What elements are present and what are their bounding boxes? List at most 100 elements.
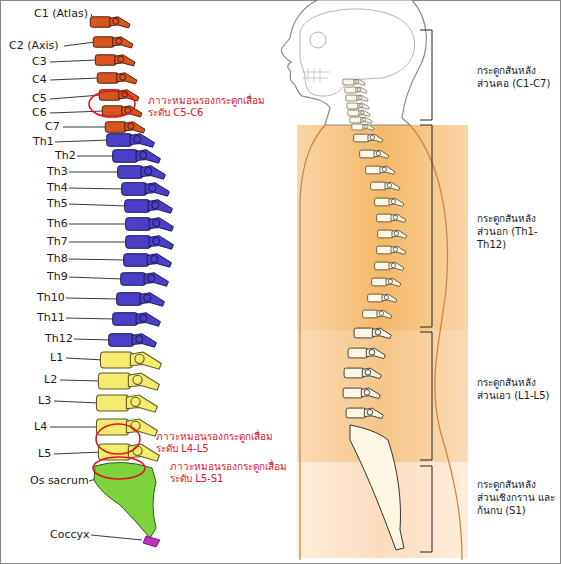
vertebra-label: C4 xyxy=(32,73,47,87)
vertebra xyxy=(126,218,174,232)
leader-line xyxy=(69,277,123,279)
skull-outline xyxy=(300,9,415,96)
vertebra-label: L5 xyxy=(38,447,51,461)
leader-line xyxy=(69,172,120,173)
vertebra-label: C5 xyxy=(32,92,47,106)
vertebra xyxy=(107,134,155,148)
vertebra xyxy=(125,200,173,214)
vertebra-label: Th2 xyxy=(55,149,76,163)
vertebra-label: Th7 xyxy=(47,235,68,249)
region-brackets xyxy=(420,30,432,552)
vertebra-label: L2 xyxy=(44,373,57,387)
leader-line xyxy=(50,60,97,62)
vertebra-label: Th11 xyxy=(37,311,65,325)
vertebra xyxy=(126,236,174,250)
vertebra xyxy=(366,166,395,174)
highlight-ring xyxy=(96,424,140,454)
bracket xyxy=(420,125,432,327)
leader-line xyxy=(66,298,119,299)
bracket xyxy=(420,466,432,552)
front-contour xyxy=(300,125,325,560)
leader-line xyxy=(69,204,127,206)
leader-line xyxy=(69,188,124,189)
coccyx xyxy=(143,536,160,547)
vertebra xyxy=(100,352,161,369)
leader-line xyxy=(69,259,126,260)
leader-line xyxy=(69,242,128,243)
vertebra xyxy=(348,348,385,359)
leader-line xyxy=(50,78,99,80)
leader-line xyxy=(74,339,111,340)
leader-line xyxy=(63,127,107,128)
vertebra xyxy=(96,395,157,412)
vertebra xyxy=(354,328,391,339)
vertebra xyxy=(377,246,406,254)
vertebra xyxy=(95,55,135,66)
vertebra-label: Th1 xyxy=(33,135,54,149)
vertebra xyxy=(354,134,383,142)
leader-line xyxy=(64,42,95,46)
callout-text: ภาวะหมอนรองกระดูกเสื่อม ระดับ C5-C6 xyxy=(148,95,273,119)
vertebra xyxy=(348,110,370,116)
sacrum xyxy=(94,462,156,538)
vertebra xyxy=(372,278,401,286)
eye-orbit xyxy=(310,32,326,48)
vertebra xyxy=(347,103,369,109)
vertebra-label: Th10 xyxy=(37,291,65,305)
vertebra xyxy=(378,230,407,238)
leader-line xyxy=(77,156,115,157)
vertebra xyxy=(343,388,380,399)
vertebra-label: Os sacrum xyxy=(30,474,89,488)
vertebra xyxy=(360,150,389,158)
vertebra-label: C3 xyxy=(32,55,47,69)
vertebra-label: C7 xyxy=(45,120,60,134)
vertebra xyxy=(113,150,161,164)
callout-text: ภาวะหมอนรองกระดูกเสื่อม ระดับ L4-L5 xyxy=(156,431,286,455)
vertebra xyxy=(346,95,368,101)
region-label: กระดูกสันหลัง ส่วนเชิงกราน และก้นกบ (S1) xyxy=(477,478,557,517)
leader-line xyxy=(69,224,128,225)
vertebra-label: Th8 xyxy=(47,252,68,266)
vertebra xyxy=(350,117,372,123)
vertebra-label: C6 xyxy=(32,106,47,120)
vertebra-label: L3 xyxy=(38,394,51,408)
leader-line xyxy=(50,427,100,428)
vertebra xyxy=(93,37,133,48)
vertebra-label: Th5 xyxy=(47,197,68,211)
teeth xyxy=(302,68,330,82)
vertebra xyxy=(346,408,383,419)
vertebra-label: C1 (Atlas) xyxy=(34,7,88,21)
region-label: กระดูกสันหลัง ส่วนอก (Th1-Th12) xyxy=(477,212,557,251)
vertebra xyxy=(97,73,137,84)
vertebra xyxy=(363,310,392,318)
vertebra xyxy=(98,373,159,390)
vertebra xyxy=(375,198,404,206)
leader-line xyxy=(54,401,100,403)
leader-line xyxy=(55,140,109,142)
thoracic-spine xyxy=(107,134,174,348)
bracket xyxy=(420,332,432,460)
lumbar-spine xyxy=(96,352,161,461)
vertebra-label: C2 (Axis) xyxy=(9,39,59,53)
vertebra xyxy=(352,124,374,130)
vertebra-label: Th3 xyxy=(47,165,68,179)
cervical-spine xyxy=(90,17,145,133)
head-outline xyxy=(281,0,426,125)
vertebra xyxy=(371,182,400,190)
bracket xyxy=(420,30,432,120)
vertebra xyxy=(345,87,367,93)
vertebra-label: Th12 xyxy=(45,332,73,346)
vertebra xyxy=(124,254,172,268)
side-spine xyxy=(343,79,407,550)
leader-line xyxy=(54,452,102,454)
thoracic-band xyxy=(297,125,468,330)
callout-text: ภาวะหมอนรองกระดูกเสื่อม ระดับ L5-S1 xyxy=(170,461,300,485)
vertebra xyxy=(122,183,170,197)
vertebra xyxy=(90,17,130,28)
vertebra-label: Coccyx xyxy=(50,528,90,542)
vertebra xyxy=(118,166,166,180)
vertebra xyxy=(113,313,161,327)
